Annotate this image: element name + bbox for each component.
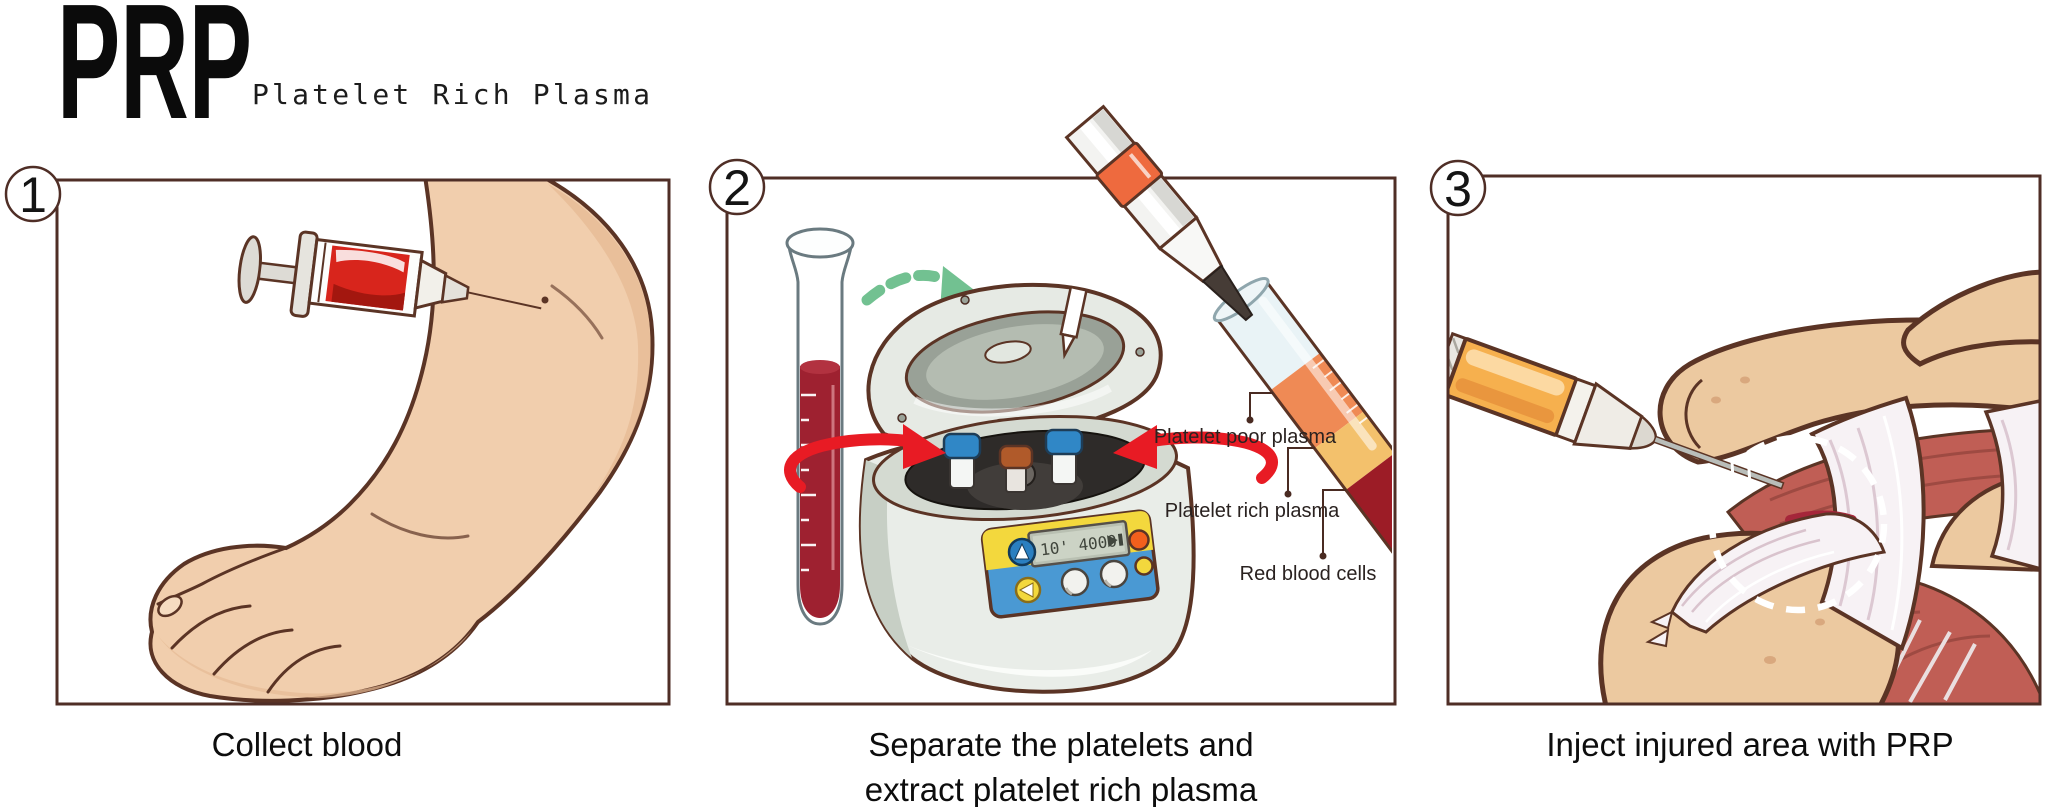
speed-knob	[1099, 559, 1129, 589]
syringe-needle	[467, 291, 542, 310]
power-button	[1128, 529, 1150, 551]
syringe-tip	[440, 273, 470, 304]
step-caption-line1: Separate the platelets and	[868, 726, 1253, 763]
display-rotor-icon	[1107, 533, 1124, 548]
plunger-rod	[257, 261, 300, 285]
tube-layer-annotations: Platelet poor plasma Platelet rich plasm…	[1154, 392, 1377, 585]
step-caption-line2: extract platelet rich plasma	[865, 771, 1258, 807]
step-panel-2: 10' 4000	[708, 104, 1397, 807]
step-panel-3: 3 Inject injured area with PRP	[1429, 159, 2042, 763]
badge-number: 1	[19, 167, 47, 223]
label-platelet-poor-plasma: Platelet poor plasma	[1154, 426, 1337, 448]
step-badge: 2	[708, 158, 766, 216]
collect-blood-illustration	[148, 181, 655, 703]
centrifuge-control-panel: 10' 4000	[980, 509, 1160, 619]
needle-insertion-point	[541, 296, 549, 304]
step-panel-1: 1 Collect blood	[4, 165, 671, 763]
panel-border	[1446, 174, 2042, 706]
lid-latch-pin	[1059, 285, 1088, 360]
page-subtitle: Platelet Rich Plasma	[252, 78, 653, 111]
spin-arrow-left-icon	[784, 424, 946, 493]
badge-circle	[708, 158, 766, 216]
pipette-illustration	[1064, 104, 1254, 322]
layer-red-cells	[1345, 452, 1392, 571]
syringe-needle	[1652, 435, 1785, 490]
layer-platelet-rich	[1314, 411, 1392, 490]
step-caption: Inject injured area with PRP	[1546, 726, 1953, 763]
badge-circle	[1429, 159, 1487, 217]
tendon-tear	[1645, 510, 1887, 648]
step-caption: Collect blood	[212, 726, 403, 763]
badge-number: 2	[723, 160, 751, 216]
spin-arrow-right-icon	[1113, 425, 1278, 484]
rotor-tubes	[942, 428, 1084, 493]
blood-test-tube-illustration	[785, 227, 855, 626]
pipette-tip	[1201, 264, 1254, 322]
injury-target-circle	[1708, 434, 1888, 614]
panel-border	[55, 178, 671, 706]
clavicle-bone	[1901, 269, 2039, 367]
blood-fill	[800, 366, 840, 618]
centrifuge-illustration: 10' 4000	[784, 282, 1278, 694]
step-badge: 3	[1429, 159, 1487, 217]
tube-rim	[785, 227, 855, 259]
badge-circle	[4, 165, 62, 223]
layer-platelet-poor	[1270, 352, 1365, 449]
shoulder-anatomy-illustration	[1449, 269, 2039, 703]
right-tendon	[1983, 399, 2039, 571]
mode-button	[1134, 556, 1154, 576]
centrifuge-lid	[866, 282, 1163, 444]
badge-number: 3	[1444, 161, 1472, 217]
thumb-nail	[157, 594, 183, 618]
prp-syringe-illustration	[1449, 331, 1785, 490]
page-title: PRP	[57, 0, 252, 153]
pipette-band	[1095, 141, 1164, 208]
panel-border	[725, 176, 1397, 706]
step-badge: 1	[4, 165, 62, 223]
label-platelet-rich-plasma: Platelet rich plasma	[1165, 500, 1340, 522]
blood-syringe-illustration	[237, 230, 542, 318]
header: PRP Platelet Rich Plasma	[57, 0, 653, 153]
time-knob	[1060, 567, 1090, 597]
arm-illustration	[148, 181, 655, 703]
label-red-blood-cells: Red blood cells	[1240, 563, 1377, 585]
